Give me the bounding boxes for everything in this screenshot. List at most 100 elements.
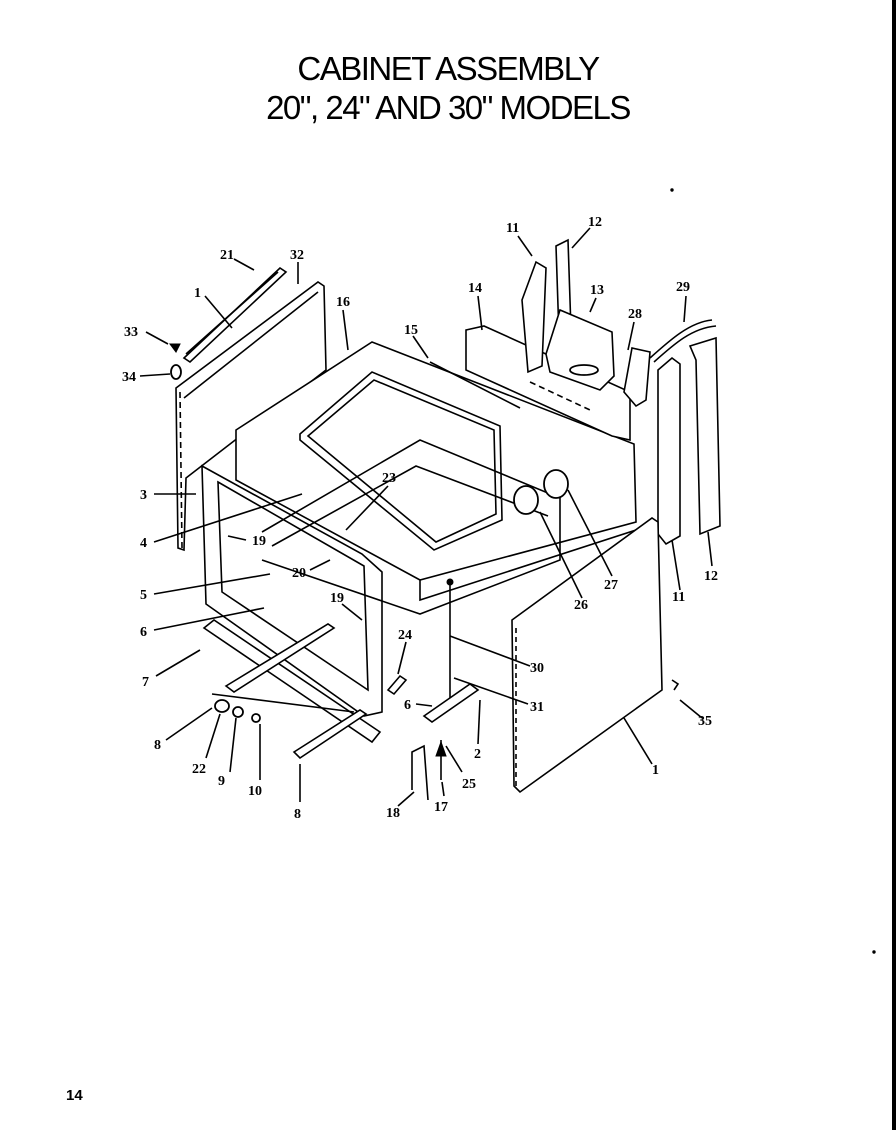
leader-29 [683, 295, 687, 323]
stray-mark [872, 950, 876, 954]
power-cord-2 [653, 325, 717, 363]
leader-24 [397, 641, 407, 675]
diagram-title-line-1: CABINET ASSEMBLY [297, 50, 600, 87]
leader-1a [204, 295, 233, 329]
left-side-panel-edge [183, 291, 319, 399]
callout-11a: 11 [506, 221, 519, 236]
front-frame-opening [217, 480, 369, 692]
leader-lines [139, 227, 713, 807]
leader-21 [233, 258, 255, 271]
bracket-24 [386, 674, 408, 696]
leader-16 [342, 309, 349, 351]
leader-31 [453, 677, 529, 705]
leader-9 [229, 717, 237, 773]
control-housing-dash [529, 381, 591, 411]
callout-6b: 6 [404, 698, 411, 713]
callout-17: 17 [434, 800, 448, 815]
callout-1a: 1 [194, 286, 201, 301]
leader-11a [517, 235, 533, 257]
callout-5: 5 [140, 588, 147, 603]
callout-27: 27 [604, 578, 618, 593]
leg-screw-10 [251, 713, 261, 723]
drawer-rail-7 [202, 619, 382, 744]
parts-drawing [169, 188, 876, 954]
callout-15: 15 [404, 323, 418, 338]
leg-22 [214, 699, 230, 713]
leader-12b [707, 531, 713, 567]
left-side-panel-dash [179, 391, 183, 549]
bracket-18 [411, 744, 429, 801]
top-cover-window [299, 371, 503, 551]
leader-34 [139, 373, 171, 377]
callout-29: 29 [676, 280, 690, 295]
leader-14 [477, 295, 483, 331]
top-cover-window-inner [306, 379, 497, 543]
leader-4 [153, 493, 303, 543]
callout-8a: 8 [154, 738, 161, 753]
spacer-34 [170, 364, 182, 380]
leader-6b [415, 703, 433, 707]
callout-24: 24 [398, 628, 412, 643]
leader-20 [309, 559, 331, 571]
leader-35 [679, 699, 703, 719]
callout-6a: 6 [140, 625, 147, 640]
callout-35: 35 [698, 714, 712, 729]
callout-19b: 19 [330, 591, 344, 606]
callout-26: 26 [574, 598, 588, 613]
diagram-title-line-2: 20", 24" AND 30" MODELS [266, 89, 631, 126]
leader-22 [205, 713, 221, 759]
callout-9: 9 [218, 774, 225, 789]
drawer-rail-rod [211, 693, 355, 713]
callout-1b: 1 [652, 763, 659, 778]
callout-33: 33 [124, 325, 138, 340]
leader-13 [589, 297, 597, 313]
trim-bracket-6b [422, 683, 480, 723]
callout-28: 28 [628, 307, 642, 322]
callout-21: 21 [220, 248, 234, 263]
leader-26 [539, 511, 583, 599]
control-housing-slot [569, 364, 599, 376]
drawer-runner-8b [292, 709, 368, 760]
callout-2: 2 [474, 747, 481, 762]
fastener-33 [169, 343, 181, 353]
leader-30 [449, 635, 531, 667]
right-bracket-12 [688, 336, 721, 536]
leader-17 [441, 781, 445, 797]
callout-16: 16 [336, 295, 350, 310]
callout-10: 10 [248, 784, 262, 799]
light-bulb-26 [513, 485, 539, 515]
trim-strip-edge [185, 271, 279, 355]
callout-labels: 21 32 1 16 33 34 15 14 11 12 13 28 29 3 … [122, 215, 718, 822]
leader-2 [477, 699, 481, 745]
callout-13: 13 [590, 283, 604, 298]
top-cover-front-edge [419, 529, 637, 602]
front-frame [201, 464, 383, 717]
page-number: 14 [66, 1087, 83, 1104]
igniter-rod-tip [446, 578, 454, 586]
leader-1b [623, 717, 653, 765]
callout-32: 32 [290, 248, 304, 263]
leader-8a [165, 707, 213, 741]
callout-19a: 19 [252, 534, 266, 549]
callout-22: 22 [192, 762, 206, 777]
callout-3: 3 [140, 488, 147, 503]
leader-28 [627, 321, 635, 351]
callout-31: 31 [530, 700, 544, 715]
leader-5 [153, 573, 271, 595]
callout-18: 18 [386, 806, 400, 821]
leader-7 [155, 649, 201, 677]
leader-33 [145, 331, 169, 345]
right-side-panel [511, 517, 663, 794]
leader-25 [445, 745, 463, 773]
leader-27 [567, 489, 613, 577]
leader-12a [571, 227, 591, 249]
callout-8b: 8 [294, 807, 301, 822]
knob-27 [543, 469, 569, 499]
cover-28 [623, 347, 651, 408]
drawer-runner-8a [224, 623, 336, 693]
leader-11b [671, 539, 681, 591]
leader-6a [153, 607, 265, 631]
rear-panel [465, 325, 631, 441]
